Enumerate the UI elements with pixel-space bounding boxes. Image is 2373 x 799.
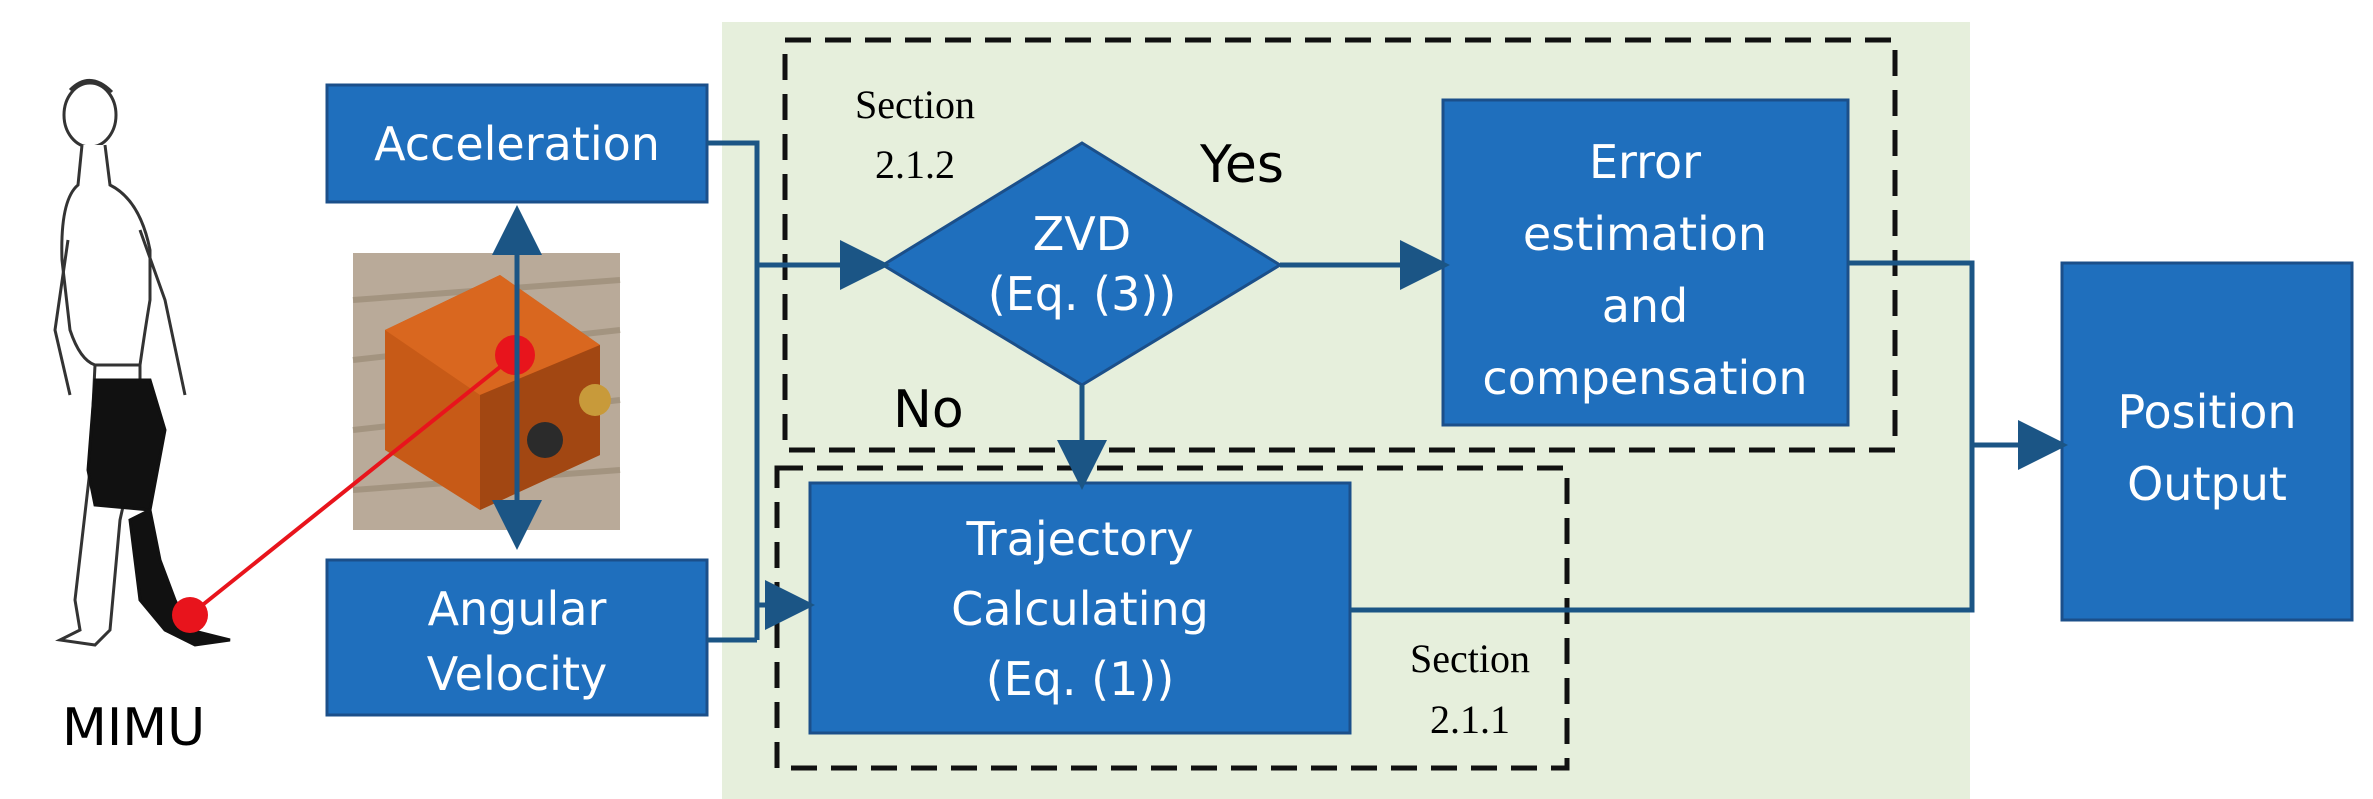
connectors — [707, 140, 2068, 643]
section-top-label-line2: 2.1.2 — [875, 142, 955, 187]
yes-label: Yes — [1199, 135, 1284, 195]
error-label-line3: and — [1602, 279, 1689, 333]
trajectory-box: Trajectory Calculating (Eq. (1)) — [808, 481, 1352, 735]
trajectory-label-line2: Calculating — [951, 582, 1209, 636]
zvd-label-line2: (Eq. (3)) — [988, 267, 1177, 321]
trajectory-label-line1: Trajectory — [965, 512, 1193, 566]
angular-velocity-label-line1: Angular — [428, 582, 607, 636]
angular-velocity-label-line2: Velocity — [427, 647, 607, 701]
error-label-line1: Error — [1589, 135, 1701, 189]
zvd-label-line1: ZVD — [1033, 207, 1131, 261]
position-output-box: Position Output — [2060, 261, 2354, 622]
sensor-photo — [352, 253, 621, 530]
position-label-line2: Output — [2127, 457, 2287, 511]
error-label-line4: compensation — [1482, 351, 1807, 405]
person-figure — [53, 79, 231, 647]
error-label-line2: estimation — [1523, 207, 1767, 261]
trajectory-label-line3: (Eq. (1)) — [986, 652, 1175, 706]
section-bottom-label-line2: 2.1.1 — [1430, 697, 1510, 742]
foot-marker — [172, 597, 208, 633]
section-bottom-label-line1: Section — [1410, 636, 1530, 681]
acceleration-box: Acceleration — [325, 83, 709, 204]
section-top-label-line1: Section — [855, 82, 975, 127]
mapping-line — [188, 353, 517, 617]
error-compensation-box: Error estimation and compensation — [1441, 98, 1850, 427]
section-2-1-1-boundary — [774, 465, 1570, 771]
no-label: No — [893, 380, 964, 440]
angular-velocity-box: Angular Velocity — [325, 558, 709, 717]
acceleration-label: Acceleration — [374, 117, 660, 171]
position-label-line1: Position — [2117, 385, 2296, 439]
mimu-label: MIMU — [62, 698, 205, 758]
